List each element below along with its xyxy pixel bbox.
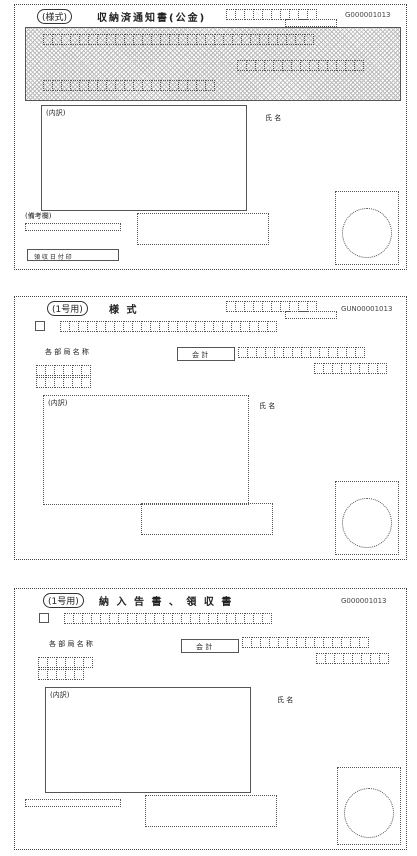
form-code: GUN00001013 <box>341 305 393 313</box>
stamp-area <box>285 311 337 319</box>
note-field <box>25 799 121 807</box>
form-title: 納 入 告 書 、 領 収 書 <box>99 597 234 608</box>
office-box: 会 計 <box>177 347 235 361</box>
office-label: 会 計 <box>192 351 209 359</box>
detail-box: (内訳) <box>43 395 249 505</box>
form-title: 様 式 <box>109 305 139 316</box>
checkbox[interactable] <box>35 321 45 331</box>
seal-frame <box>337 767 401 845</box>
note-field <box>25 223 121 231</box>
detail-label: (内訳) <box>50 691 70 699</box>
amount-grid <box>238 347 365 358</box>
department-label: 各 部 局 名 称 <box>45 348 89 356</box>
detail-box: (内訳) <box>45 687 251 793</box>
small-grid-2 <box>38 669 84 680</box>
form-code: G000001013 <box>345 11 391 19</box>
entry-row-2 <box>237 60 364 71</box>
account-grid-row <box>64 613 272 624</box>
form-3: (1号用) 納 入 告 書 、 領 収 書 G000001013 各 部 局 名… <box>14 588 407 850</box>
seal-circle <box>342 498 392 548</box>
receipt-stamp-label: 領 収 日 付 印 <box>34 254 72 261</box>
entry-row-1 <box>43 34 314 45</box>
form-2: (1号用) 様 式 GUN00001013 各 部 局 名 称 会 計 (内訳)… <box>14 296 407 560</box>
note-label: (備考欄) <box>25 212 52 220</box>
name-label: 氏 名 <box>265 114 282 122</box>
checkbox[interactable] <box>39 613 49 623</box>
detail-label: (内訳) <box>46 109 66 117</box>
seal-circle <box>342 208 392 258</box>
office-label: 会 計 <box>196 643 213 651</box>
form-badge: (1号用) <box>47 301 88 316</box>
small-grid-2 <box>36 377 91 388</box>
amount-box <box>137 213 269 245</box>
amount-box <box>145 795 277 827</box>
form-badge: (様式) <box>37 9 73 24</box>
form-title: 収納済通知書(公金) <box>97 13 207 24</box>
name-label: 氏 名 <box>259 402 276 410</box>
detail-label: (内訳) <box>48 399 68 407</box>
office-box: 会 計 <box>181 639 239 653</box>
form-1: (様式) 収納済通知書(公金) G000001013 (内訳) 氏 名 (備考欄… <box>14 4 407 270</box>
receipt-stamp-button[interactable]: 領 収 日 付 印 <box>27 249 119 261</box>
name-label: 氏 名 <box>277 696 294 704</box>
amount-grid <box>242 637 369 648</box>
small-grid-1 <box>36 365 91 376</box>
date-grid <box>316 653 389 664</box>
account-grid-row <box>60 321 277 332</box>
small-grid-1 <box>38 657 93 668</box>
seal-frame <box>335 191 399 265</box>
entry-row-3 <box>43 80 215 91</box>
form-badge: (1号用) <box>43 593 84 608</box>
amount-box <box>141 503 273 535</box>
stamp-area <box>285 19 337 27</box>
date-grid <box>314 363 387 374</box>
department-label: 各 部 局 名 称 <box>49 640 93 648</box>
detail-box: (内訳) <box>41 105 247 211</box>
hatched-entry-panel <box>25 27 401 101</box>
form-code: G000001013 <box>341 597 387 605</box>
seal-circle <box>344 788 394 838</box>
seal-frame <box>335 481 399 555</box>
